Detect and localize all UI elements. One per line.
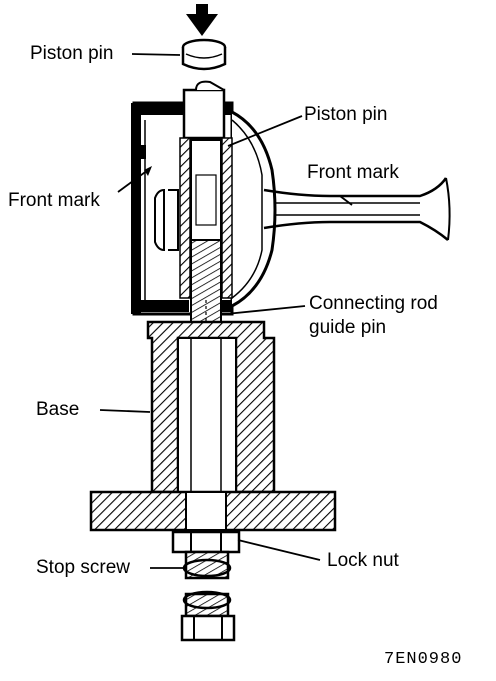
leader-base xyxy=(99,409,151,413)
press-base xyxy=(89,320,337,532)
label-stop-screw: Stop screw xyxy=(36,557,130,578)
label-connecting-rod-line2: guide pin xyxy=(309,317,387,338)
leader-piston-pin-right xyxy=(227,115,303,147)
label-lock-nut: Lock nut xyxy=(327,550,399,571)
leader-front-mark-left xyxy=(117,169,149,193)
leader-piston-pin-top xyxy=(131,53,181,56)
label-piston-pin-top: Piston pin xyxy=(30,43,114,64)
connecting-rod xyxy=(231,110,451,308)
label-front-mark-right: Front mark xyxy=(307,162,399,183)
label-front-mark-left: Front mark xyxy=(8,190,100,211)
stop-screw xyxy=(180,550,236,642)
label-base: Base xyxy=(36,399,80,420)
press-force-arrow xyxy=(186,4,218,36)
leader-guide-pin xyxy=(225,305,306,315)
leader-front-mark-right xyxy=(339,195,353,206)
label-connecting-rod-line1: Connecting rod xyxy=(309,293,438,314)
label-piston-pin-right: Piston pin xyxy=(304,104,388,125)
lock-nut xyxy=(171,530,241,554)
front-mark-arrowhead-left xyxy=(144,166,152,176)
leader-lock-nut xyxy=(237,539,321,561)
piston-pin-loose xyxy=(181,38,227,71)
figure-code: 7EN0980 xyxy=(384,650,463,669)
piston-pin-installed xyxy=(179,80,233,299)
